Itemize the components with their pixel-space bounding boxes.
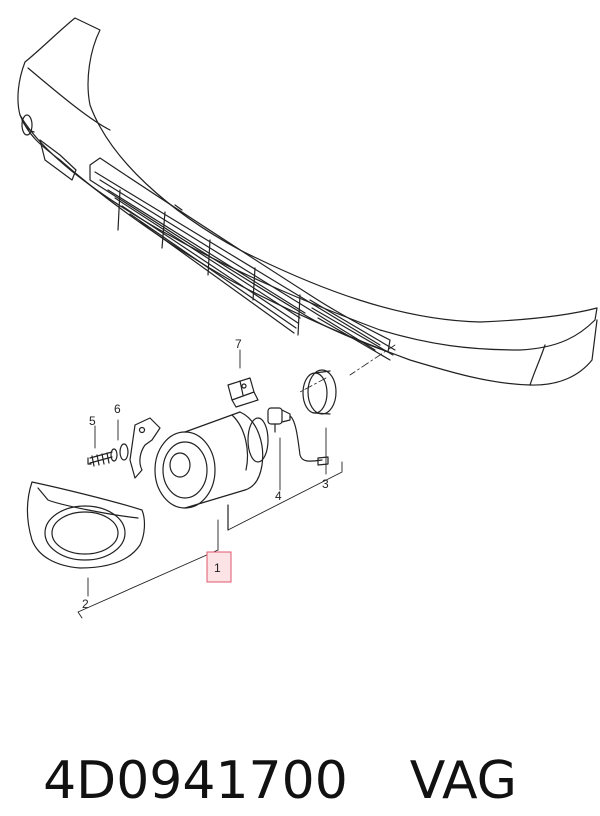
part-number: 4D0941700 <box>43 751 348 811</box>
bumper-cover <box>17 17 598 386</box>
callout-2: 2 <box>82 597 89 611</box>
brand-name: VAG <box>409 751 517 811</box>
callout-4: 4 <box>275 489 282 503</box>
trim-bezel <box>26 481 146 569</box>
fog-light-housing <box>154 411 269 531</box>
screw-and-washer <box>87 443 129 467</box>
callout-1: 1 <box>214 561 221 575</box>
callout-1-highlight <box>206 551 232 583</box>
fog-light-bracket <box>129 417 161 479</box>
bulb-with-wire <box>267 407 329 466</box>
callout-7: 7 <box>235 337 242 351</box>
callout-leaders <box>77 349 343 619</box>
caption: 4D0941700 VAG <box>10 676 590 811</box>
rubber-cap <box>302 369 337 415</box>
callout-3: 3 <box>322 477 329 491</box>
callout-6: 6 <box>114 402 121 416</box>
callout-5: 5 <box>89 414 96 428</box>
bumper-grille <box>89 157 396 361</box>
leader-lines <box>299 344 396 393</box>
exploded-parts-diagram: 1 2 3 4 5 6 7 <box>17 17 598 619</box>
connector <box>227 377 259 408</box>
